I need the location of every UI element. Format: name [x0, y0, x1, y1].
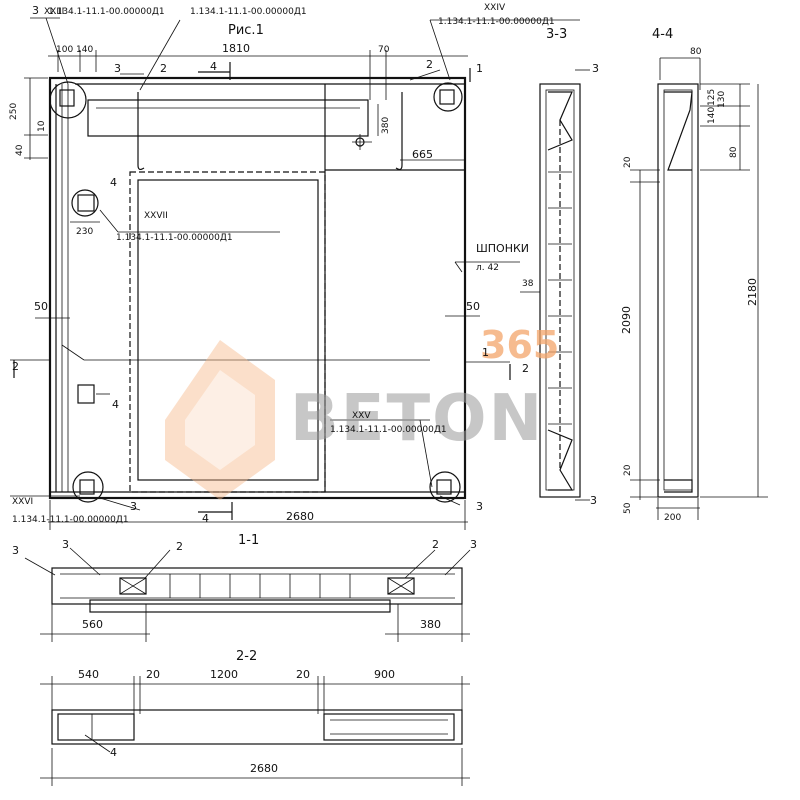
ref-xxiii: XXIII — [44, 7, 64, 17]
callout-2-l: 2 — [12, 360, 19, 373]
s44-dim-140: 140 — [707, 107, 717, 124]
callout-4-top: 4 — [210, 60, 217, 73]
callout-3-tl: 3 — [32, 4, 39, 17]
s44-dim-20-top: 20 — [623, 156, 633, 168]
embed-circle-tr — [433, 82, 463, 112]
dim-70: 70 — [378, 45, 390, 55]
callout-3-s33-bot: 3 — [590, 494, 597, 507]
dim-230: 230 — [76, 227, 93, 237]
ref-top2-doc: 1.134.1-11.1-00.00000Д1 — [190, 7, 307, 17]
s44-dim-130: 130 — [717, 91, 727, 108]
dim-1810: 1810 — [222, 42, 250, 55]
dim-380: 380 — [381, 117, 391, 134]
ref-xxv: XXV — [352, 411, 371, 421]
top-beam — [87, 99, 369, 137]
callout-4-l: 4 — [110, 176, 117, 189]
dim-100-140: 100 140 — [56, 45, 93, 55]
s44-dim-2090: 2090 — [620, 306, 633, 334]
shponki-label: ШПОНКИ — [476, 242, 529, 255]
section-3-3-title: 3-3 — [546, 27, 567, 42]
s44-dim-125: 125 — [707, 89, 717, 106]
ref-xxvii-doc: 1.134.1-11.1-00.00000Д1 — [116, 233, 233, 243]
ref-xxvii: XXVII — [144, 211, 168, 221]
s11-callout-3-b: 3 — [62, 538, 69, 551]
dim-2680-main: 2680 — [286, 510, 314, 523]
dim-250: 250 — [9, 103, 19, 120]
window-opening-outer — [129, 171, 326, 493]
callout-3-top: 3 — [114, 62, 121, 75]
lifting-loop-right — [395, 92, 403, 171]
section-1-1-title: 1-1 — [238, 533, 259, 548]
dim-38: 38 — [522, 279, 534, 289]
callout-2-tr: 2 — [426, 58, 433, 71]
section-1-1 — [24, 547, 471, 642]
section-4-4 — [630, 57, 768, 520]
dim-50-l: 50 — [34, 300, 48, 313]
ref-xxiv-doc: 1.134.1-11.1-00.00000Д1 — [438, 17, 555, 27]
s44-dim-20-bot: 20 — [623, 464, 633, 476]
ref-xxiii-doc: 1.134.1-11.1-00.00000Д1 — [48, 7, 165, 17]
dim-665: 665 — [412, 148, 433, 161]
s22-callout-4: 4 — [110, 746, 117, 759]
s44-dim-80-top: 80 — [690, 47, 702, 57]
s11-dim-560: 560 — [82, 618, 103, 631]
s22-dim-1200: 1200 — [210, 668, 238, 681]
section-3-3 — [520, 69, 590, 501]
section-2-2-title: 2-2 — [236, 649, 257, 664]
callout-4-lb: 4 — [112, 398, 119, 411]
main-dimensions — [10, 50, 511, 530]
s44-dim-200: 200 — [664, 513, 681, 523]
callout-1-r: 1 — [482, 346, 489, 359]
embed-circle-br — [429, 471, 461, 503]
callout-2-top: 2 — [160, 62, 167, 75]
callout-3-br: 3 — [476, 500, 483, 513]
main-panel — [48, 76, 467, 503]
dim-10: 10 — [37, 120, 47, 132]
section-4-4-title: 4-4 — [652, 27, 673, 42]
ref-xxvi-doc: 1.134.1-11.1-00.00000Д1 — [12, 515, 129, 525]
lifting-loop-left — [137, 92, 145, 171]
callout-3-bl: 3 — [130, 500, 137, 513]
embed-circle-l — [71, 189, 99, 217]
s11-callout-2-a: 2 — [176, 540, 183, 553]
s22-dim-2680: 2680 — [250, 762, 278, 775]
embed-circle-bl — [72, 471, 104, 503]
callout-1-tr: 1 — [476, 62, 483, 75]
embed-circle-tl — [49, 81, 87, 119]
s11-callout-3-c: 3 — [470, 538, 477, 551]
watermark-logo: 365 BETON — [165, 323, 559, 500]
section-2-2 — [40, 676, 470, 786]
dim-40: 40 — [15, 144, 25, 156]
ref-xxvi: XXVI — [12, 497, 33, 507]
s22-dim-900: 900 — [374, 668, 395, 681]
callout-2-r: 2 — [522, 362, 529, 375]
ref-xxv-doc: 1.134.1-11.1-00.00000Д1 — [330, 425, 447, 435]
dim-50-r: 50 — [466, 300, 480, 313]
watermark-number: 365 — [480, 323, 559, 367]
ref-xxiv: XXIV — [484, 3, 506, 13]
s11-callout-3-a: 3 — [12, 544, 19, 557]
s22-dim-20a: 20 — [146, 668, 160, 681]
window-opening-inner — [137, 179, 319, 481]
s22-dim-540: 540 — [78, 668, 99, 681]
panel-outline — [48, 76, 467, 500]
shponki-ref: л. 42 — [476, 263, 499, 273]
embed-square-l — [77, 384, 95, 404]
figure-title: Рис.1 — [228, 23, 264, 38]
s11-dim-380: 380 — [420, 618, 441, 631]
callout-4-bot: 4 — [202, 512, 209, 525]
s44-dim-50: 50 — [623, 502, 633, 514]
s44-dim-80-side: 80 — [729, 146, 739, 158]
s11-callout-2-b: 2 — [432, 538, 439, 551]
leaders — [10, 17, 580, 511]
s22-dim-20b: 20 — [296, 668, 310, 681]
s44-dim-2180: 2180 — [746, 278, 759, 306]
callout-3-s33-top: 3 — [592, 62, 599, 75]
watermark-text: BETON — [290, 382, 544, 456]
